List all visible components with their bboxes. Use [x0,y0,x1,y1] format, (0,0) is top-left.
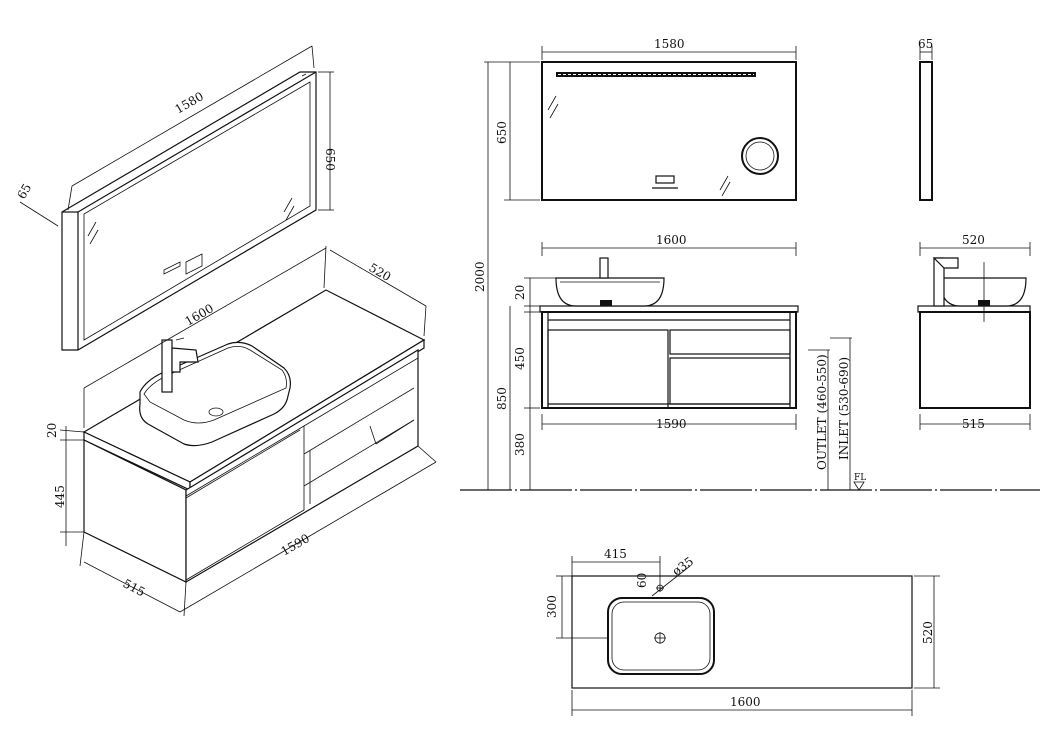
front-mirror-width-label: 1580 [654,37,685,51]
isometric-view: 1580 650 65 [14,45,437,617]
top-height-label: 850 [495,387,509,410]
basin-height-label: 20 [513,285,527,300]
iso-mirror-height-label: 650 [323,148,337,171]
iso-top-width-label: 1600 [183,301,216,328]
total-height-label: 2000 [473,261,487,292]
iso-cabinet-depth-label: 515 [121,576,148,599]
front-mirror [541,61,797,201]
plan-offset-label: 415 [604,547,627,561]
side-cabinet-depth-label: 515 [962,417,985,431]
side-elevation: 65 520 515 [917,37,1031,431]
cabinet-height-label: 450 [513,347,527,370]
iso-mirror [61,71,317,351]
iso-top-depth-label: 520 [367,260,394,284]
iso-mirror-width-label: 1580 [173,89,206,116]
front-cabinet [541,311,797,409]
plan-hole-offset-label: 60 [635,573,649,588]
front-countertop [539,257,799,313]
front-top-width-label: 1600 [656,233,687,247]
iso-cabinet [83,348,419,584]
front-elevation: 1580 1600 1590 [473,37,866,491]
iso-cabinet-height-label: 445 [53,485,67,508]
side-mirror-depth-label: 65 [918,37,933,51]
iso-top-thickness-label: 20 [45,423,59,438]
plan-view: 415 ø35 60 300 520 1600 [545,547,940,716]
front-cabinet-width-label: 1590 [656,417,687,431]
inlet-label: INLET (530-690) [837,357,851,460]
floor-mark: FL [854,473,866,483]
iso-mirror-depth-label: 65 [14,181,34,201]
plan-basin-depth-label: 300 [545,595,559,618]
plan-top-width-label: 1600 [730,695,761,709]
side-top-depth-label: 520 [962,233,985,247]
front-mirror-height-label: 650 [495,121,509,144]
outlet-label: OUTLET (460-550) [815,354,829,470]
plan-hole-diameter-label: ø35 [670,554,696,578]
floor-clearance-label: 380 [513,433,527,456]
iso-cabinet-width-label: 1590 [279,531,312,558]
plan-top-depth-label: 520 [921,621,935,644]
